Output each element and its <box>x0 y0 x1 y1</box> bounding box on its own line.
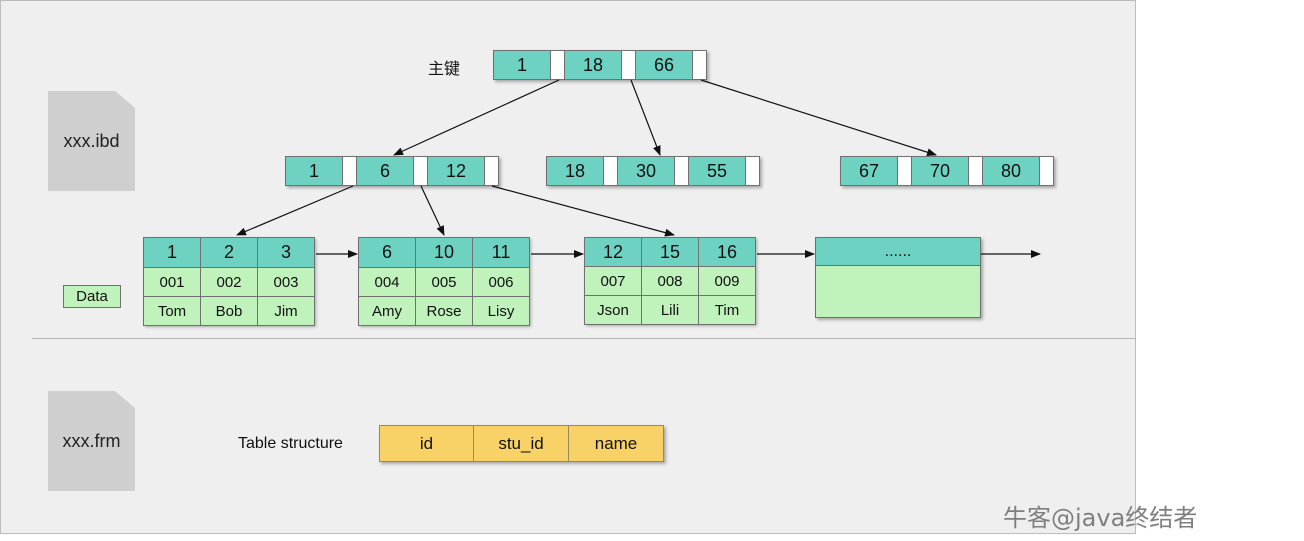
node-key: 80 <box>982 156 1040 186</box>
arrow-node-to-leaf2 <box>420 185 445 236</box>
leaf-key: 15 <box>641 237 699 267</box>
frm-file-icon: xxx.frm <box>48 391 135 491</box>
root-key: 66 <box>635 50 693 80</box>
watermark: 牛客@java终结者 <box>1003 504 1198 532</box>
leaf-node-3: 12 15 16 007 008 009 Json Lili Tim <box>584 237 756 325</box>
node-key: 70 <box>911 156 969 186</box>
section-divider <box>32 338 1136 339</box>
internal-node-2: 18 30 55 <box>546 156 760 186</box>
more-leaf-node: ...... <box>815 237 981 318</box>
pointer-cell <box>484 156 499 186</box>
leaf-name: Json <box>584 295 642 325</box>
leaf-name: Amy <box>358 296 416 326</box>
data-label: Data <box>63 285 121 308</box>
leaf-id: 009 <box>698 266 756 296</box>
node-key: 55 <box>688 156 746 186</box>
internal-node-3: 67 70 80 <box>840 156 1054 186</box>
more-leaf-ellipsis: ...... <box>815 237 981 266</box>
arrow-root-to-node2 <box>630 79 661 156</box>
pointer-cell <box>692 50 707 80</box>
primary-key-label: 主键 <box>428 61 461 78</box>
frm-file-label: xxx.frm <box>62 430 121 451</box>
node-key: 6 <box>356 156 414 186</box>
table-structure-label: Table structure <box>238 435 343 452</box>
arrow-node-to-leaf1 <box>236 185 354 236</box>
arrow-root-to-node3 <box>700 79 937 157</box>
node-key: 18 <box>546 156 604 186</box>
ibd-file-icon: xxx.ibd <box>48 91 135 191</box>
leaf-id: 004 <box>358 267 416 297</box>
root-key: 1 <box>493 50 551 80</box>
structure-column: name <box>568 425 664 462</box>
leaf-node-1: 1 2 3 001 002 003 Tom Bob Jim <box>143 237 315 326</box>
node-key: 1 <box>285 156 343 186</box>
leaf-name: Lisy <box>472 296 530 326</box>
leaf-name: Rose <box>415 296 473 326</box>
node-key: 67 <box>840 156 898 186</box>
leaf-key: 16 <box>698 237 756 267</box>
internal-node-1: 1 6 12 <box>285 156 499 186</box>
leaf-key: 6 <box>358 237 416 268</box>
leaf-name: Tim <box>698 295 756 325</box>
leaf-id: 003 <box>257 267 315 297</box>
leaf-key: 1 <box>143 237 201 268</box>
node-key: 12 <box>427 156 485 186</box>
arrow-node-to-leaf3 <box>491 185 675 237</box>
pointer-cell <box>1039 156 1054 186</box>
leaf-id: 002 <box>200 267 258 297</box>
leaf-name: Bob <box>200 296 258 326</box>
leaf-name: Lili <box>641 295 699 325</box>
structure-column: stu_id <box>473 425 569 462</box>
root-key: 18 <box>564 50 622 80</box>
leaf-node-2: 6 10 11 004 005 006 Amy Rose Lisy <box>358 237 530 326</box>
more-leaf-body <box>815 266 981 318</box>
leaf-key: 10 <box>415 237 473 268</box>
ibd-file-label: xxx.ibd <box>63 130 120 151</box>
node-key: 30 <box>617 156 675 186</box>
table-structure: id stu_id name <box>379 425 664 462</box>
root-node: 1 18 66 <box>493 50 707 80</box>
leaf-name: Jim <box>257 296 315 326</box>
arrow-root-to-node1 <box>393 79 560 156</box>
pointer-cell <box>745 156 760 186</box>
leaf-id: 006 <box>472 267 530 297</box>
